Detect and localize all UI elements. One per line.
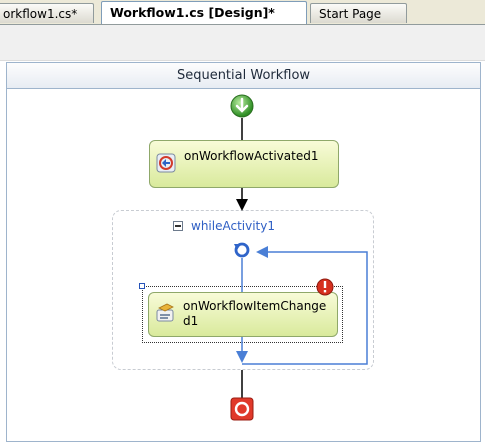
activity-on-workflow-activated[interactable]: onWorkflowActivated1 bbox=[149, 140, 339, 188]
end-icon bbox=[230, 397, 254, 421]
tab-workflow1-design[interactable]: Workflow1.cs [Design]* bbox=[101, 1, 307, 24]
collapse-minus-icon[interactable] bbox=[173, 221, 183, 231]
tab-start-page[interactable]: Start Page bbox=[310, 3, 407, 23]
item-changed-activity-icon bbox=[156, 303, 174, 322]
selection-handle[interactable] bbox=[139, 283, 145, 289]
while-activity-label[interactable]: whileActivity1 bbox=[191, 219, 275, 233]
activity-on-workflow-item-changed[interactable]: onWorkflowItemChanged1 bbox=[148, 292, 338, 337]
loop-icon bbox=[234, 242, 250, 258]
event-activity-icon bbox=[156, 153, 176, 173]
start-icon bbox=[230, 94, 254, 118]
activity-label: onWorkflowActivated1 bbox=[184, 149, 319, 163]
tab-workflow1-cs[interactable]: orkflow1.cs* bbox=[0, 3, 94, 23]
loop-back-connector bbox=[242, 246, 368, 365]
document-tab-strip: orkflow1.cs* Workflow1.cs [Design]* Star… bbox=[0, 0, 485, 25]
designer-toolbar-area bbox=[0, 25, 485, 61]
workflow-designer-surface[interactable]: Sequential Workflow bbox=[6, 62, 481, 442]
error-icon[interactable] bbox=[316, 278, 334, 296]
activity-label: onWorkflowItemChanged1 bbox=[183, 299, 327, 328]
designer-title: Sequential Workflow bbox=[7, 63, 480, 89]
